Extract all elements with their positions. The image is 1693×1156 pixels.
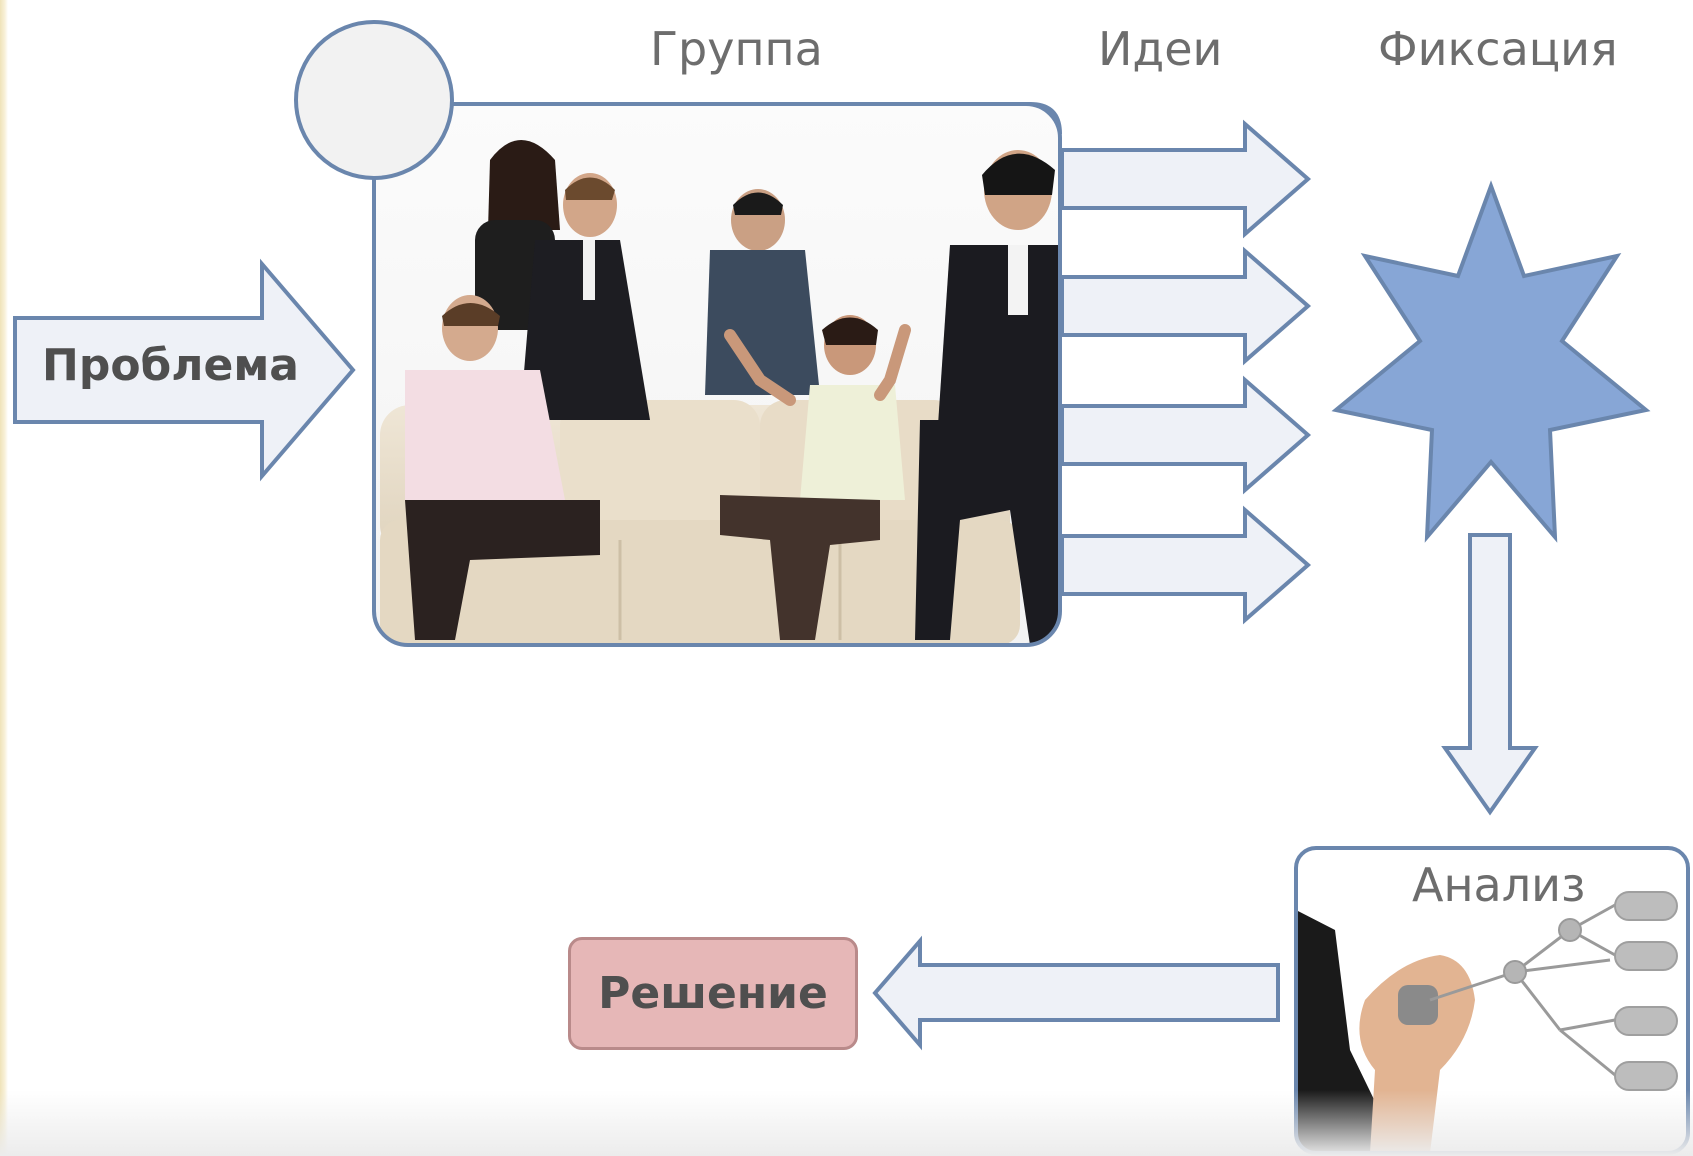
- solution-label: Решение: [598, 968, 828, 1019]
- group-circle: [294, 20, 454, 180]
- analysis-label: Анализ: [1412, 858, 1586, 912]
- idea-arrow-1: [1060, 119, 1312, 239]
- solution-box: Решение: [568, 937, 858, 1050]
- problem-arrow: [13, 258, 356, 482]
- problem-label: Проблема: [42, 340, 299, 391]
- idea-arrow-3: [1060, 375, 1312, 495]
- slide-left-edge: [0, 0, 8, 1156]
- ideas-label: Идеи: [1098, 22, 1223, 76]
- group-photo: [372, 102, 1062, 647]
- left-arrow: [872, 935, 1280, 1051]
- idea-arrow-2: [1060, 246, 1312, 366]
- idea-arrow-4: [1060, 505, 1312, 625]
- down-arrow: [1441, 533, 1539, 816]
- fixation-label: Фиксация: [1378, 22, 1618, 76]
- fixation-star-icon: [1331, 180, 1651, 543]
- group-label: Группа: [650, 22, 823, 76]
- bottom-fade: [0, 1090, 1693, 1156]
